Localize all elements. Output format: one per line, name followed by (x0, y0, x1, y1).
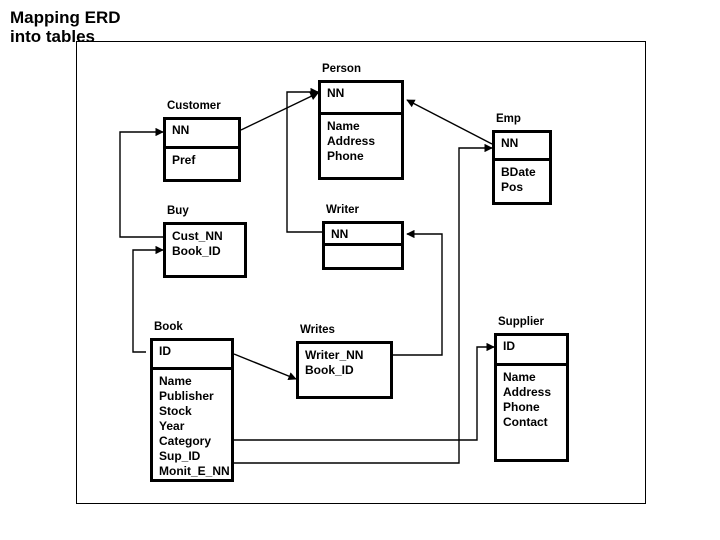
entity-emp-title: Emp (496, 113, 521, 125)
diagram-frame (76, 41, 646, 504)
entity-customer-key-section: NN (166, 120, 238, 149)
entity-buy[interactable]: Buy Cust_NN Book_ID (163, 205, 247, 278)
field-book-sup-id: Sup_ID (159, 449, 201, 463)
entity-writer-box: NN (322, 221, 404, 270)
entity-emp-key-section: NN (495, 133, 549, 161)
entity-buy-box: Cust_NN Book_ID (163, 222, 247, 278)
entity-customer[interactable]: Customer NN Pref (163, 100, 241, 182)
entity-person-box: NN Name Address Phone (318, 80, 404, 180)
field-writes-book-id: Book_ID (305, 363, 354, 377)
field-writes-writer-nn: Writer_NN (305, 348, 364, 362)
entity-supplier[interactable]: Supplier ID Name Address Phone Contact (494, 316, 569, 462)
entity-book-attr-section: Name Publisher Stock Year Category Sup_I… (153, 370, 231, 479)
entity-supplier-box: ID Name Address Phone Contact (494, 333, 569, 462)
field-book-id: ID (159, 344, 171, 358)
entity-emp[interactable]: Emp NN BDate Pos (492, 113, 552, 205)
field-supplier-name: Name (503, 370, 536, 384)
field-book-monit-e-nn: Monit_E_NN (159, 464, 230, 478)
entity-book-key-section: ID (153, 341, 231, 370)
entity-customer-box: NN Pref (163, 117, 241, 182)
entity-supplier-attr-section: Name Address Phone Contact (497, 366, 566, 430)
field-supplier-address: Address (503, 385, 552, 399)
field-writer-nn: NN (331, 227, 349, 241)
entity-person[interactable]: Person NN Name Address Phone (318, 63, 404, 180)
entity-writer[interactable]: Writer NN (322, 204, 404, 270)
field-person-name: Name (327, 119, 360, 133)
field-book-stock: Stock (159, 404, 192, 418)
field-book-publisher: Publisher (159, 389, 214, 403)
entity-writes-key-section: Writer_NN Book_ID (299, 344, 390, 378)
entity-writer-attr-section (325, 246, 401, 250)
field-buy-cust-nn: Cust_NN (172, 229, 223, 243)
entity-person-attr-section: Name Address Phone (321, 115, 401, 164)
entity-person-title: Person (322, 63, 361, 75)
field-emp-pos: Pos (501, 180, 524, 194)
field-customer-nn: NN (172, 123, 190, 137)
entity-person-key-section: NN (321, 83, 401, 115)
entity-customer-title: Customer (167, 100, 221, 112)
entity-emp-attr-section: BDate Pos (495, 161, 549, 195)
entity-writer-key-section: NN (325, 224, 401, 246)
entity-writes-box: Writer_NN Book_ID (296, 341, 393, 399)
entity-supplier-title: Supplier (498, 316, 545, 328)
field-supplier-id: ID (503, 339, 515, 353)
entity-buy-title: Buy (167, 205, 189, 217)
field-book-category: Category (159, 434, 212, 448)
field-person-address: Address (327, 134, 376, 148)
entity-writer-title: Writer (326, 204, 360, 216)
entity-emp-box: NN BDate Pos (492, 130, 552, 205)
field-buy-book-id: Book_ID (172, 244, 221, 258)
field-book-name: Name (159, 374, 192, 388)
field-customer-pref: Pref (172, 153, 196, 167)
entity-supplier-key-section: ID (497, 336, 566, 366)
entity-writes[interactable]: Writes Writer_NN Book_ID (296, 324, 393, 399)
field-emp-nn: NN (501, 136, 519, 150)
entity-writes-title: Writes (300, 324, 335, 336)
field-person-phone: Phone (327, 149, 364, 163)
page-title: Mapping ERD into tables (10, 8, 121, 47)
entity-customer-attr-section: Pref (166, 149, 238, 168)
entity-book-title: Book (154, 321, 183, 333)
field-emp-bdate: BDate (501, 165, 536, 179)
field-person-nn: NN (327, 86, 345, 100)
entity-buy-key-section: Cust_NN Book_ID (166, 225, 244, 259)
entity-book[interactable]: Book ID Name Publisher Stock Year Catego… (150, 321, 234, 482)
entity-book-box: ID Name Publisher Stock Year Category Su… (150, 338, 234, 482)
field-supplier-contact: Contact (503, 415, 548, 429)
field-supplier-phone: Phone (503, 400, 540, 414)
field-book-year: Year (159, 419, 185, 433)
